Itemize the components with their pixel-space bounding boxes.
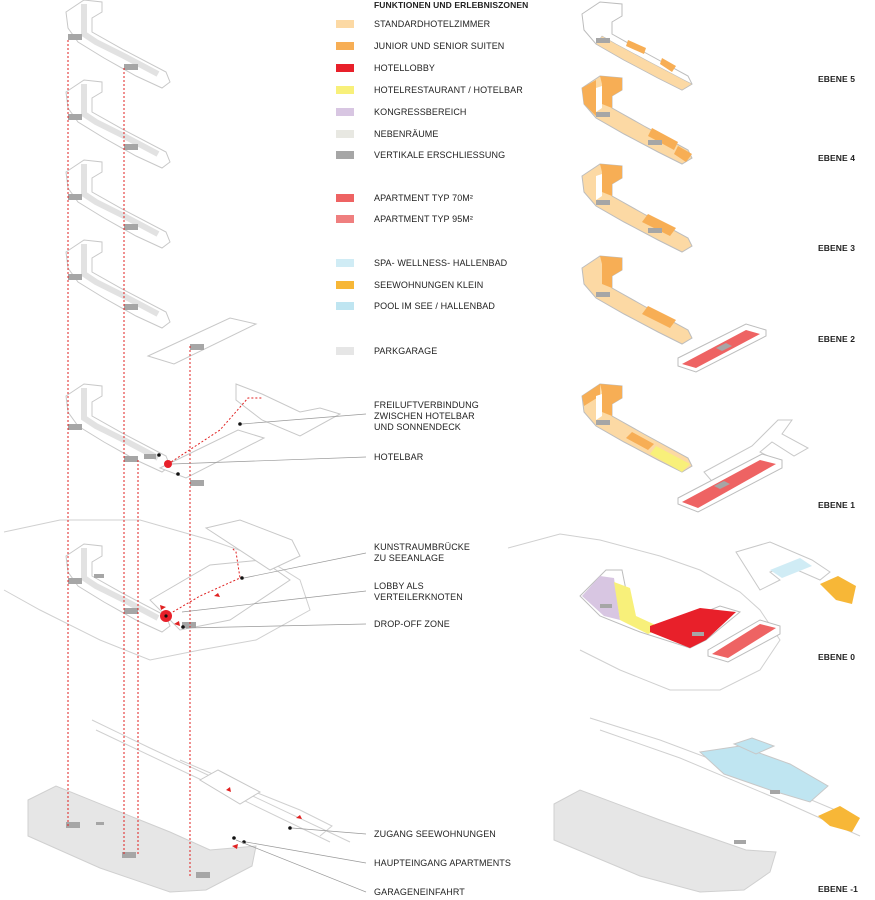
plan-level-3 [581,163,693,253]
level-label-1: EBENE 1 [818,500,856,510]
legend-item-suiten: JUNIOR UND SENIOR SUITEN [374,41,505,51]
legend-item-restaurant-bar: HOTELRESTAURANT / HOTELBAR [374,85,523,95]
plan-level-0 [507,533,856,691]
annotation-lobby: LOBBY ALS VERTEILERKNOTEN [374,581,463,602]
legend-swatches [336,20,354,355]
plan-level-2 [581,255,767,373]
legend-item-apartment-95: APARTMENT TYP 95M² [374,214,473,224]
legend-item-parkgarage: PARKGARAGE [374,346,438,356]
left-floor-1 [66,384,170,472]
legend-item-nebenraeume: NEBENRÄUME [374,129,439,139]
plan-level-1 [581,383,810,513]
left-axonometry [3,0,367,893]
level-label-3: EBENE 3 [818,243,856,253]
left-floor-3 [66,160,170,248]
annotation-zugang-seewohnungen: ZUGANG SEEWOHNUNGEN [374,829,496,839]
legend-item-standardhotelzimmer: STANDARDHOTELZIMMER [374,19,491,29]
plan-level-5 [581,1,693,91]
right-plans [507,1,861,893]
left-floor-2 [66,240,170,328]
annotation-haupteingang: HAUPTEINGANG APARTMENTS [374,858,511,868]
legend-item-hotellobby: HOTELLOBBY [374,63,436,73]
left-floor-4 [66,80,170,168]
legend-item-spa: SPA- WELLNESS- HALLENBAD [374,258,508,268]
plan-level-4 [581,75,693,165]
legend-item-pool: POOL IM SEE / HALLENBAD [374,301,496,311]
annotation-hotelbar: HOTELBAR [374,452,424,462]
legend-item-kongressbereich: KONGRESSBEREICH [374,107,467,117]
annotation-kunstraumbruecke: KUNSTRAUMBRÜCKE ZU SEEANLAGE [374,542,471,563]
annotation-freiluftverbindung: FREILUFTVERBINDUNG ZWISCHEN HOTELBAR UND… [374,400,479,432]
annotation-garageneinfahrt: GARAGENEINFAHRT [374,887,465,897]
legend-item-vertikale-erschliessung: VERTIKALE ERSCHLIESSUNG [374,150,506,160]
left-floor-5 [66,0,170,88]
left-floor-0 [66,544,170,632]
level-label-4: EBENE 4 [818,153,856,163]
annotation-drop-off: DROP-OFF ZONE [374,619,450,629]
level-label-0: EBENE 0 [818,652,856,662]
legend-title: FUNKTIONEN UND ERLEBNISZONEN [374,0,529,10]
legend-item-seewohnungen: SEEWOHNUNGEN KLEIN [374,280,484,290]
level-label-2: EBENE 2 [818,334,856,344]
level-label-minus-1: EBENE -1 [818,884,859,894]
plan-level-minus-1 [553,717,861,893]
level-label-5: EBENE 5 [818,74,856,84]
legend-item-apartment-70: APARTMENT TYP 70M² [374,193,473,203]
